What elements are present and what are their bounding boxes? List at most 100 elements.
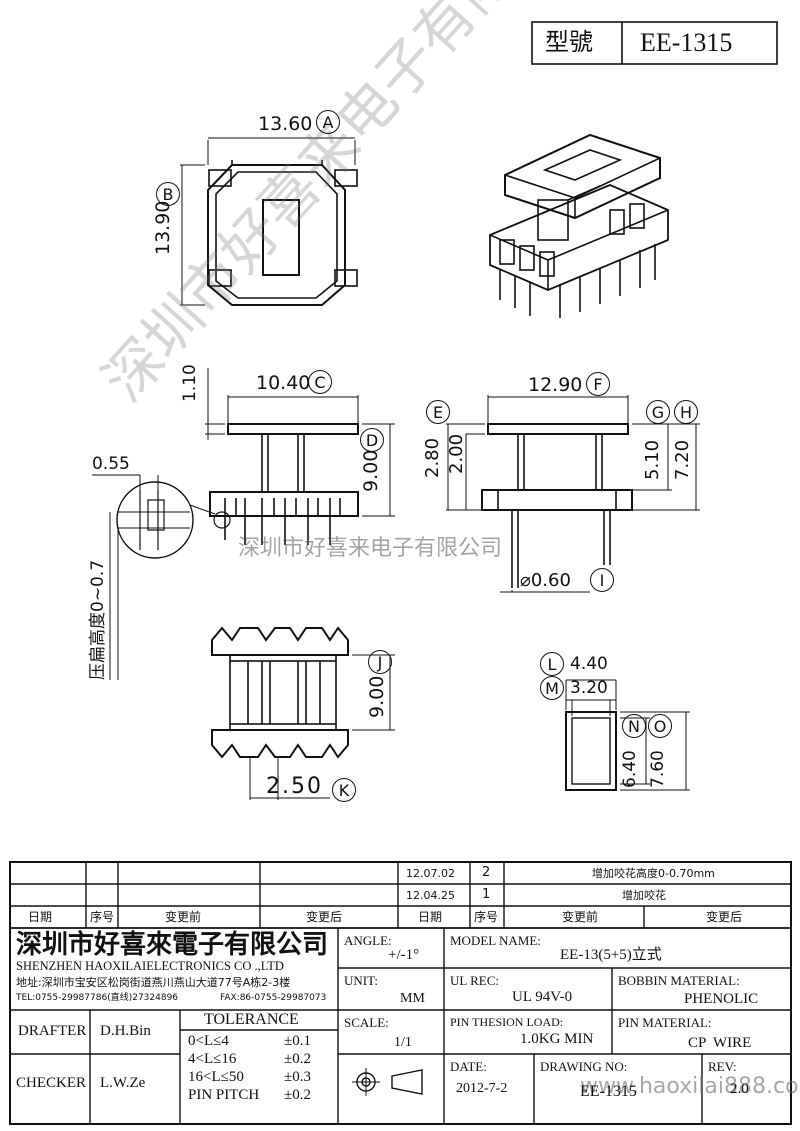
drawing-no-value: EE-1315 <box>580 1083 637 1100</box>
dim-e2-value: 2.00 <box>446 433 467 474</box>
angle-value: +/-1° <box>388 947 420 963</box>
dim-k-value: 2.50 <box>266 774 323 799</box>
watermark-url: www.haoxilai888.com <box>580 1074 800 1099</box>
tolerance-value: ±0.2 <box>284 1051 311 1067</box>
bobbin-value: PHENOLIC <box>684 991 759 1007</box>
company-fax: FAX:86-0755-29987073 <box>220 993 327 1003</box>
drafter-label: DRAFTER <box>18 1023 87 1039</box>
model-box-frame <box>531 21 778 65</box>
ul-value: UL 94V-0 <box>512 989 573 1005</box>
dim-gh1-value: 5.10 <box>642 439 663 480</box>
tolerance-value: ±0.3 <box>284 1069 311 1085</box>
tolerance-range: PIN PITCH <box>188 1087 260 1103</box>
company-name-en: SHENZHEN HAOXILAIELECTRONICS CO .,LTD <box>16 959 284 973</box>
rev-header-date: 日期 <box>28 910 53 924</box>
model-name-label: MODEL NAME: <box>450 933 541 948</box>
rev-header-no-2: 序号 <box>474 910 499 924</box>
scale-label: SCALE: <box>344 1015 389 1030</box>
tolerance-value: ±0.2 <box>284 1087 311 1103</box>
unit-label: UNIT: <box>344 973 379 988</box>
dim-m-letter: M <box>540 676 564 700</box>
dim-gh2-value: 7.20 <box>672 439 693 480</box>
revision-desc: 增加咬花高度0-0.70mm <box>592 867 715 880</box>
dim-l-value: 4.40 <box>570 654 608 674</box>
dim-o-letter: O <box>648 714 672 738</box>
rev-label: REV: <box>708 1059 737 1074</box>
revision-no: 1 <box>482 887 491 902</box>
top-view <box>180 137 358 306</box>
revision-date: 12.04.25 <box>406 889 455 902</box>
dim-b-value: 13.90 <box>152 200 174 255</box>
dim-g-letter: G <box>646 400 670 424</box>
title-block-grid <box>9 861 792 1125</box>
model-label: 型號 <box>545 28 593 56</box>
dim-n-letter: N <box>622 714 646 738</box>
rev-header-no: 序号 <box>90 910 115 924</box>
dim-i-value: ⌀0.60 <box>520 570 571 591</box>
pin-material-label: PIN MATERIAL: <box>618 1015 712 1030</box>
dim-a-value: 13.60 <box>258 113 313 135</box>
pin-load-label: PIN THESION LOAD: <box>450 1015 564 1029</box>
dim-k-letter: K <box>332 778 356 802</box>
dim-top-small: 1.10 <box>180 364 200 402</box>
dim-i-letter: I <box>590 568 614 592</box>
company-name-cn: 深圳市好喜來電子有限公司 <box>16 930 329 959</box>
tolerance-range: 16<L≤50 <box>188 1069 244 1085</box>
tolerance-title: TOLERANCE <box>204 1011 299 1028</box>
tolerance-range: 4<L≤16 <box>188 1051 237 1067</box>
dim-l-letter: L <box>540 652 564 676</box>
angle-label: ANGLE: <box>344 933 392 948</box>
company-address: 地址:深圳市宝安区松岗街道燕川燕山大道77号A栋2-3楼 <box>16 976 291 989</box>
front-view <box>92 368 395 680</box>
revision-desc: 增加咬花 <box>622 889 666 902</box>
drawing-no-label: DRAWING NO: <box>540 1059 628 1074</box>
rev-header-before-2: 变更前 <box>562 910 599 924</box>
rev-header-after: 变更后 <box>306 910 343 924</box>
dim-f-value: 12.90 <box>528 374 583 396</box>
dim-o-value: 7.60 <box>648 750 668 788</box>
date-value: 2012-7-2 <box>456 1081 508 1096</box>
bobbin-label: BOBBIN MATERIAL: <box>618 973 740 988</box>
dim-f-letter: F <box>586 372 610 396</box>
company-tel: TEL:0755-29987786(直线)27324896 <box>16 993 179 1003</box>
isometric-view <box>489 133 669 318</box>
dim-c-value: 10.40 <box>256 372 311 394</box>
dim-e-letter: E <box>426 400 450 424</box>
pin-load-value: 1.0KG MIN <box>520 1031 594 1047</box>
model-name-value: EE-13(5+5)立式 <box>560 947 662 963</box>
unit-value: MM <box>400 991 425 1006</box>
rev-header-before: 变更前 <box>165 910 202 924</box>
dim-a-letter: A <box>316 110 340 134</box>
checker-label: CHECKER <box>16 1075 87 1091</box>
scale-value: 1/1 <box>394 1035 412 1050</box>
dim-b-letter: B <box>156 182 180 206</box>
revision-no: 2 <box>482 865 491 880</box>
model-value: EE-1315 <box>640 28 733 57</box>
dim-d-value: 9.00 <box>360 449 382 492</box>
rev-value: 2.0 <box>730 1081 749 1097</box>
watermark-line: 深圳市好喜来电子有限公司 <box>238 536 503 561</box>
dim-h-letter: H <box>674 400 698 424</box>
rev-header-date-2: 日期 <box>418 910 443 924</box>
checker-value: L.W.Ze <box>100 1075 146 1091</box>
ul-label: UL REC: <box>450 973 499 988</box>
revision-date: 12.07.02 <box>406 867 455 880</box>
dim-m-value: 3.20 <box>570 678 608 698</box>
dim-d-letter: D <box>360 428 384 452</box>
dim-n-value: 6.40 <box>620 750 640 788</box>
date-label: DATE: <box>450 1059 487 1074</box>
side-view <box>446 395 700 593</box>
projection-symbol <box>352 1068 423 1096</box>
pin-material-value: CP WIRE <box>688 1035 752 1051</box>
dim-j-letter: J <box>368 650 392 674</box>
dim-crimp-note: 压扁高度0~0.7 <box>88 559 108 680</box>
dim-e-value: 2.80 <box>422 437 443 478</box>
tolerance-range: 0<L≤4 <box>188 1033 229 1049</box>
dim-j-value: 9.00 <box>366 675 388 718</box>
drafter-value: D.H.Bin <box>100 1023 151 1039</box>
rev-header-after-2: 变更后 <box>706 910 743 924</box>
dim-c-letter: C <box>308 370 332 394</box>
tolerance-value: ±0.1 <box>284 1033 311 1049</box>
dim-pin-offset: 0.55 <box>92 454 130 474</box>
